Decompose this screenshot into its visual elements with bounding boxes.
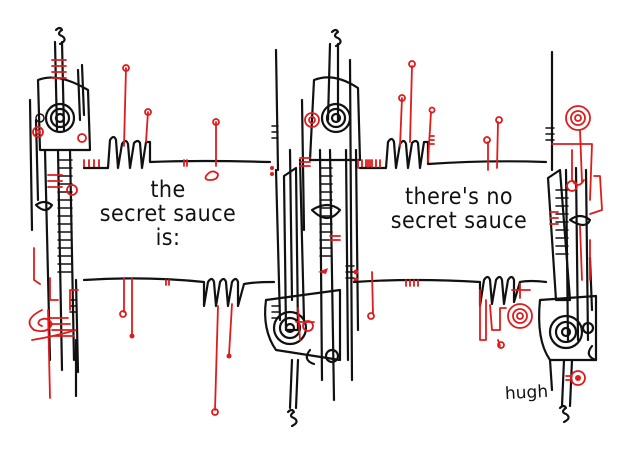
caption-line: secret sauce	[390, 208, 528, 234]
left-panel-frame	[82, 64, 276, 416]
artist-signature: hugh	[504, 381, 549, 405]
left-panel-caption: the secret sauce is:	[96, 178, 240, 250]
middle-tower-doodle	[264, 28, 371, 428]
right-tower-doodle	[538, 50, 603, 424]
caption-line: is:	[155, 225, 181, 251]
caption-line: secret sauce	[99, 201, 237, 227]
caption-line: the	[150, 177, 186, 203]
left-tower-doodle	[28, 26, 100, 399]
caption-line: there's no	[404, 184, 514, 210]
right-panel-caption: there's no secret sauce	[374, 185, 545, 233]
right-panel-frame	[352, 60, 548, 349]
